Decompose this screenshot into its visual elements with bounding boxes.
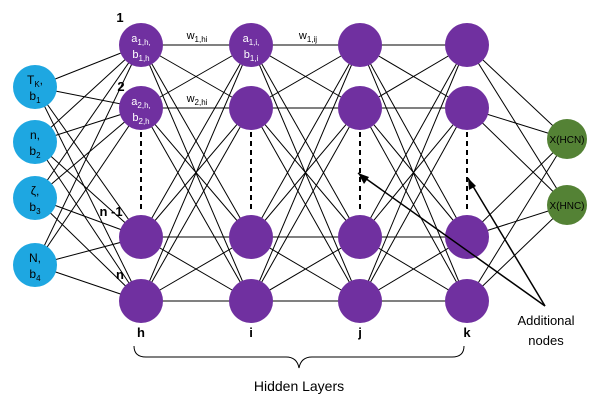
hidden-node xyxy=(338,23,382,67)
edge-hidden-hidden xyxy=(140,107,252,302)
edge-input-hidden xyxy=(34,141,142,302)
edge-hidden-hidden xyxy=(250,44,361,302)
edge-hidden-hidden xyxy=(250,107,361,302)
hidden-node xyxy=(229,279,273,323)
brace-label: Hidden Layers xyxy=(254,378,344,394)
input-node-label: b3 xyxy=(29,200,41,216)
ellipsis-dashes xyxy=(140,132,468,213)
hidden-node xyxy=(338,279,382,323)
edge-hidden-hidden xyxy=(140,44,252,238)
hidden-node xyxy=(338,215,382,259)
edge-input-hidden xyxy=(34,141,142,238)
layer-label: k xyxy=(463,325,471,340)
output-node xyxy=(547,119,587,159)
input-node xyxy=(13,65,57,109)
hidden-node xyxy=(445,279,489,323)
output-node-label: X(HCN) xyxy=(550,135,585,146)
input-node-label: TK, xyxy=(27,73,43,89)
hidden-layers-brace xyxy=(133,345,465,369)
layer-label: i xyxy=(249,325,253,340)
hidden-node xyxy=(119,279,163,323)
edge-input-hidden xyxy=(34,86,142,238)
hidden-node xyxy=(445,215,489,259)
layer-label: h xyxy=(137,325,145,340)
hidden-node xyxy=(229,86,273,130)
arrow-head xyxy=(468,178,476,190)
input-node xyxy=(13,176,57,220)
edge-hidden-hidden xyxy=(359,44,468,238)
connection-edges xyxy=(34,44,568,302)
hidden-node xyxy=(338,86,382,130)
weight-label: w2,hi xyxy=(186,93,208,107)
edge-input-hidden xyxy=(34,44,142,143)
row-label: n xyxy=(116,267,124,282)
edge-input-hidden xyxy=(34,44,142,266)
annotation-arrow xyxy=(467,177,546,307)
hidden-node xyxy=(119,23,163,67)
input-node-label: ζ, xyxy=(31,184,40,198)
edge-hidden-output xyxy=(466,138,568,238)
hidden-node xyxy=(445,86,489,130)
edge-hidden-hidden xyxy=(359,107,468,302)
row-label: 1 xyxy=(116,10,123,25)
input-node-label: n, xyxy=(30,128,40,142)
edge-input-hidden xyxy=(34,197,142,302)
edge-input-hidden xyxy=(34,86,142,302)
hidden-node xyxy=(119,86,163,130)
row-label: 2 xyxy=(117,79,124,94)
edge-hidden-hidden xyxy=(250,44,361,238)
input-node xyxy=(13,120,57,164)
arrow-head xyxy=(358,173,369,184)
input-node-label: b4 xyxy=(29,267,41,283)
weight-label: w1,hi xyxy=(186,30,208,44)
edge-hidden-output xyxy=(466,204,568,302)
edge-hidden-output xyxy=(466,44,568,206)
annotation-line-2: nodes xyxy=(528,333,564,348)
edge-hidden-hidden xyxy=(140,44,252,302)
row-label: n -1 xyxy=(99,204,122,219)
output-node-label: X(HNC) xyxy=(550,201,585,212)
annotation-arrow xyxy=(357,172,546,307)
edge-hidden-hidden xyxy=(359,44,468,302)
edge-hidden-output xyxy=(466,138,568,302)
weight-label: w1,ij xyxy=(298,30,317,44)
hidden-node xyxy=(229,215,273,259)
labels-layer: TK,b1n,b2ζ,b3N,b4X(HCN)X(HNC)a1,h,b1,ha2… xyxy=(27,10,585,340)
edge-hidden-output xyxy=(466,44,568,140)
layer-label: j xyxy=(357,325,362,340)
hidden-node xyxy=(229,23,273,67)
hidden-node xyxy=(119,215,163,259)
edge-hidden-output xyxy=(466,107,568,206)
input-node xyxy=(13,243,57,287)
edge-input-hidden xyxy=(34,107,142,266)
edge-input-hidden xyxy=(34,107,142,199)
edge-input-hidden xyxy=(34,44,142,199)
input-node-label: b2 xyxy=(29,144,41,160)
annotation-line-1: Additional xyxy=(517,313,574,328)
output-node xyxy=(547,185,587,225)
hidden-node xyxy=(445,23,489,67)
input-node-label: b1 xyxy=(29,89,41,105)
nodes-layer xyxy=(13,23,587,323)
input-node-label: N, xyxy=(29,251,41,265)
